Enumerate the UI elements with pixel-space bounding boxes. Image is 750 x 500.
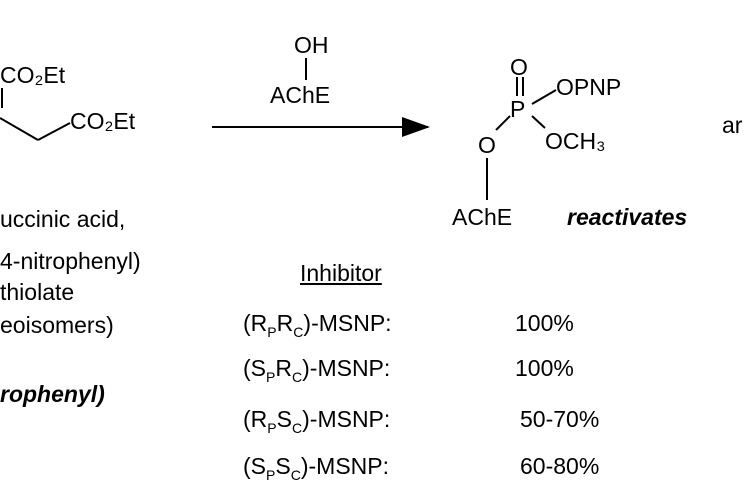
product-cut-text: ar: [722, 112, 743, 138]
row-2-sub-c: C: [291, 369, 303, 385]
reactant-group-top: CO₂Et: [0, 62, 66, 88]
row-4-value: 60-80%: [520, 453, 600, 479]
row-3-suffix: -MSNP:: [309, 406, 391, 432]
table-row-1: (RPRC)-MSNP:: [243, 310, 392, 340]
row-3-p2: S: [276, 406, 292, 432]
p-o-bond: [495, 115, 511, 131]
product-oxo: O: [510, 54, 528, 80]
product-enzyme: AChE: [452, 204, 513, 230]
reactant-caption-line-1: uccinic acid,: [0, 206, 126, 232]
row-2-sub-p: P: [266, 369, 276, 385]
row-2-suffix: -MSNP:: [309, 355, 391, 381]
product-och3: OCH₃: [545, 128, 606, 154]
product-phosphorus: P: [510, 96, 526, 122]
table-header: Inhibitor: [300, 260, 382, 286]
row-4-sub-p: P: [266, 467, 276, 483]
row-3-value: 50-70%: [520, 406, 600, 432]
row-4-p2: S: [275, 453, 291, 479]
table-row-2: (SPRC)-MSNP:: [243, 355, 391, 385]
reactant-caption-line-2: 4-nitrophenyl): [0, 248, 141, 274]
reactant-caption-line-4: eoisomers): [0, 312, 114, 338]
table-row-4: (SPSC)-MSNP:: [243, 453, 390, 483]
row-1-value: 100%: [515, 310, 574, 336]
row-2-p1: S: [250, 355, 267, 381]
reagent-oh: OH: [294, 32, 329, 58]
reactant-partial-name: rophenyl): [0, 381, 105, 407]
row-1-sub-p: P: [267, 324, 277, 340]
product-opnp: OPNP: [556, 74, 622, 100]
row-2-value: 100%: [515, 355, 574, 381]
product-ester-o: O: [478, 132, 496, 158]
row-4-suffix: -MSNP:: [308, 453, 390, 479]
table-row-3: (RPSC)-MSNP:: [243, 406, 391, 436]
row-3-sub-c: C: [291, 420, 303, 436]
row-4-sub-c: C: [290, 467, 301, 483]
reactant-bond-2: [37, 122, 71, 141]
product-reactivates: reactivates: [567, 204, 688, 230]
row-2-p2: R: [275, 355, 292, 381]
row-1-p1: R: [250, 310, 268, 336]
reactant-bond-1: [0, 117, 39, 141]
reactant-group-right: CO₂Et: [70, 108, 136, 134]
row-1-sub-c: C: [293, 324, 304, 340]
row-3-p1: R: [250, 406, 268, 432]
p-opnp-bond: [531, 89, 557, 105]
reagent-enzyme: AChE: [270, 82, 331, 108]
row-1-suffix: -MSNP:: [311, 310, 392, 336]
row-1-p2: R: [276, 310, 294, 336]
row-4-p1: S: [250, 453, 267, 479]
reactant-caption-line-3: thiolate: [0, 279, 75, 305]
row-3-sub-p: P: [267, 420, 277, 436]
p-och3-bond: [531, 115, 546, 129]
